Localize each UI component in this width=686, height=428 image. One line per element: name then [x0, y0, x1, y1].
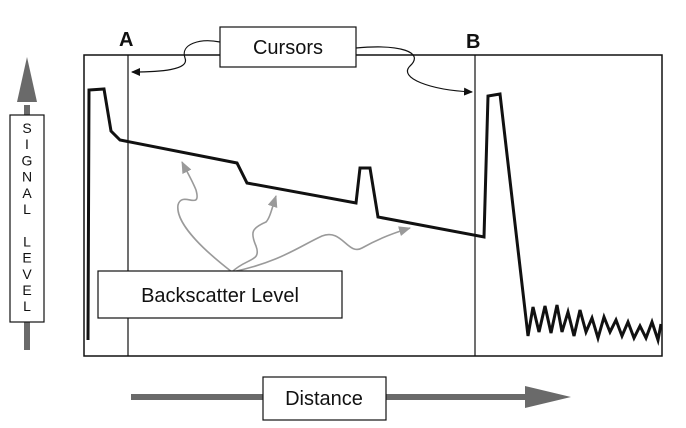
cursor-b-label: B: [466, 31, 480, 53]
signal-level-arrowhead: [17, 57, 37, 102]
cursor-a-pointer-arrow: [131, 40, 221, 76]
signal-level-letter: V: [22, 266, 32, 282]
distance-arrowhead: [525, 386, 571, 408]
signal-level-letter: L: [23, 201, 31, 217]
plot-frame: [83, 54, 663, 357]
backscatter-arrow-2: [231, 195, 278, 273]
signal-level-letter: I: [25, 136, 29, 152]
distance-label: Distance: [285, 388, 363, 410]
distance-label-box: [262, 376, 387, 421]
signal-level-letter: L: [23, 233, 31, 249]
distance-axis: Distance: [131, 376, 571, 421]
backscatter-label: Backscatter Level: [141, 285, 299, 307]
backscatter-arrows: [177, 161, 411, 273]
cursors-label: Cursors: [253, 37, 323, 59]
backscatter-arrow-1: [177, 161, 233, 273]
signal-level-letter: S: [22, 120, 31, 136]
backscatter-label-box: [97, 270, 343, 319]
signal-level-letter: L: [23, 298, 31, 314]
signal-level-label-box: [9, 114, 45, 323]
cursor-b-pointer-arrow: [355, 46, 473, 96]
signal-level-letter: E: [22, 250, 31, 266]
signal-level-letter: N: [22, 169, 32, 185]
signal-level-letter: E: [22, 282, 31, 298]
cursor-a-label: A: [119, 29, 133, 51]
cursors-label-box: [219, 26, 357, 68]
backscatter-arrow-3: [231, 226, 411, 273]
otdr-trace: [86, 87, 663, 346]
signal-level-letter: G: [22, 152, 33, 168]
signal-level-letter: A: [22, 185, 32, 201]
